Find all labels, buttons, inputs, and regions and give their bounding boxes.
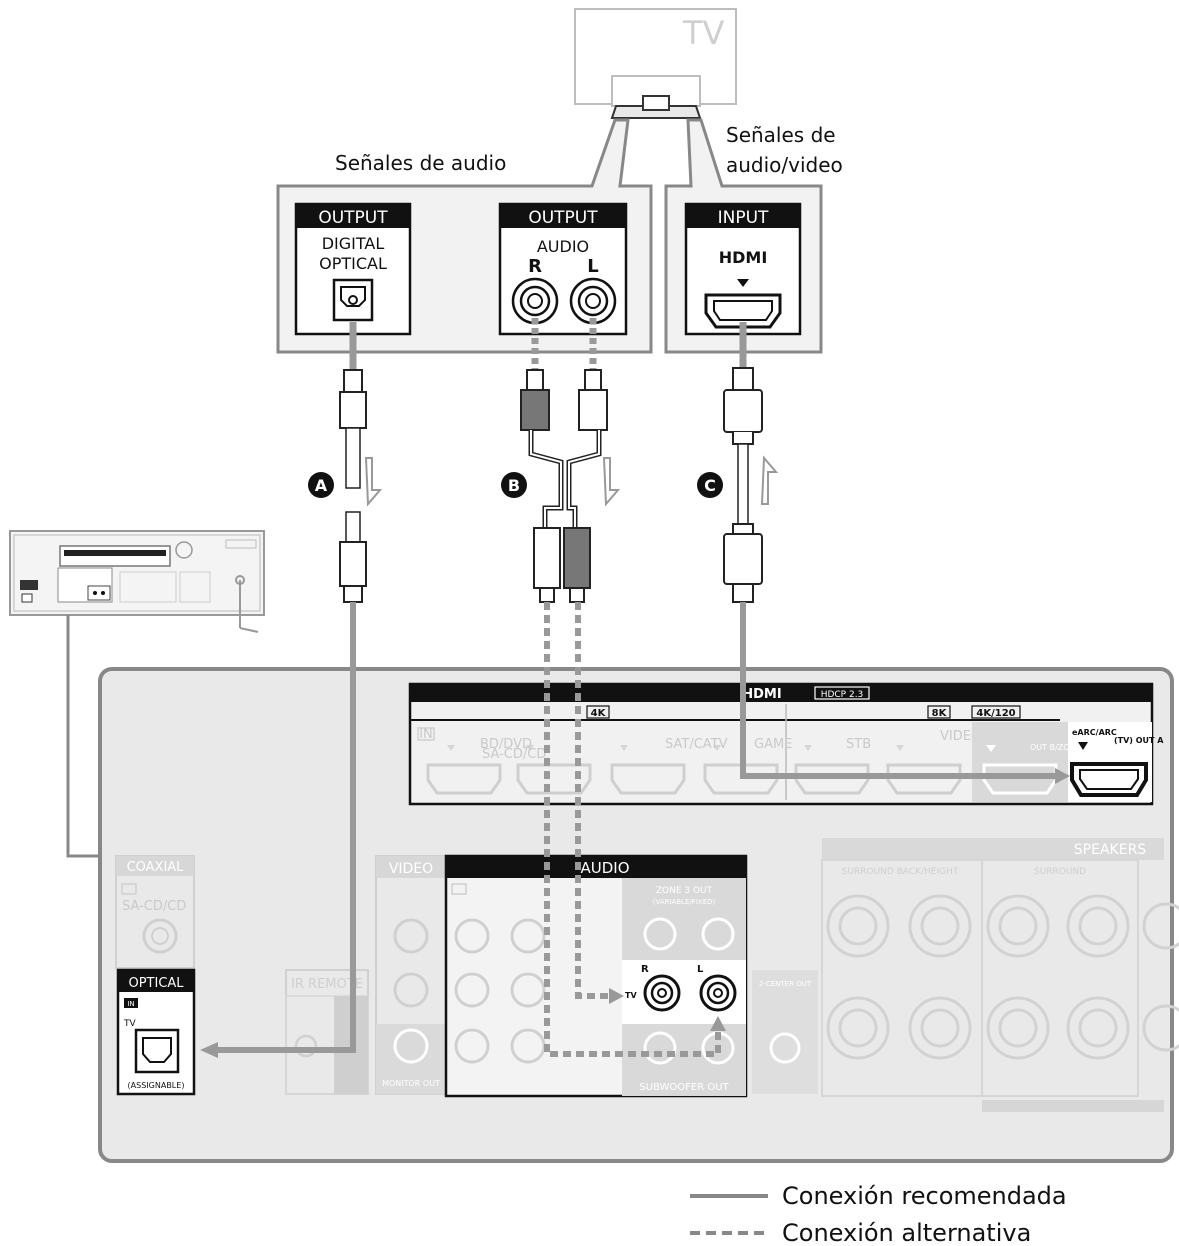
- arrow-down-icon: [602, 457, 621, 507]
- av-signals-label-1: Señales de: [726, 123, 836, 147]
- svg-text:(ASSIGNABLE): (ASSIGNABLE): [128, 1081, 185, 1090]
- svg-text:SA-CD/CD: SA-CD/CD: [122, 899, 186, 914]
- arrow-down-icon: [364, 457, 383, 507]
- route-optical: [214, 602, 356, 1053]
- svg-text:SURROUND BACK/HEIGHT: SURROUND BACK/HEIGHT: [842, 867, 959, 877]
- hdmi-input: INPUT HDMI: [684, 202, 802, 336]
- svg-text:BD/DVD: BD/DVD: [480, 737, 532, 752]
- analog-audio-output: OUTPUT AUDIO R L: [498, 202, 628, 336]
- legend: Conexión recomendada Conexión alternativ…: [690, 1182, 1067, 1246]
- svg-text:AUDIO: AUDIO: [580, 859, 629, 877]
- svg-text:HDMI: HDMI: [742, 687, 781, 702]
- coaxial-section: COAXIAL SA-CD/CD: [115, 855, 195, 969]
- route-hdmi: [740, 602, 1058, 779]
- svg-text:4K: 4K: [591, 708, 607, 719]
- svg-text:IR REMOTE: IR REMOTE: [291, 977, 363, 992]
- svg-text:SURROUND: SURROUND: [1034, 867, 1086, 877]
- svg-text:TV: TV: [625, 991, 637, 1000]
- cable-b-marker: B: [501, 457, 621, 507]
- tv-out-hdmi-port-icon: [1070, 762, 1148, 797]
- svg-text:IN: IN: [419, 727, 433, 742]
- rca-jack-l-icon: [569, 277, 617, 325]
- hdmi-input-header: INPUT: [718, 208, 769, 228]
- svg-text:SAT/CATV: SAT/CATV: [665, 737, 728, 752]
- optical-output-line1: DIGITAL: [322, 234, 385, 253]
- svg-text:eARC/ARC: eARC/ARC: [1072, 728, 1117, 737]
- arrow-up-icon: [760, 455, 779, 505]
- svg-text:4K/120: 4K/120: [976, 708, 1015, 719]
- svg-text:HDCP 2.3: HDCP 2.3: [821, 690, 864, 700]
- svg-text:STB: STB: [846, 737, 871, 752]
- route-rca-r: [575, 602, 610, 999]
- rca-jack-r-icon: [511, 277, 559, 325]
- svg-text:ZONE 3 OUT: ZONE 3 OUT: [656, 886, 713, 896]
- cable-b-rca: [520, 318, 608, 603]
- svg-text:(VARIABLE/FIXED): (VARIABLE/FIXED): [653, 898, 716, 906]
- digital-optical-output: OUTPUT DIGITAL OPTICAL: [294, 202, 412, 336]
- receiver-front-illustration: [9, 530, 265, 633]
- svg-text:SA-CD/CD: SA-CD/CD: [482, 747, 546, 762]
- svg-text:SUBWOOFER OUT: SUBWOOFER OUT: [639, 1082, 729, 1093]
- analog-output-l: L: [587, 256, 598, 277]
- speakers-section: SPEAKERS SURROUND BACK/HEIGHT SURROUND: [821, 838, 1179, 1112]
- cable-c-marker: C: [697, 455, 779, 505]
- svg-text:VIDEO: VIDEO: [389, 861, 433, 877]
- svg-text:C: C: [704, 476, 716, 495]
- video-section: VIDEO MONITOR OUT: [375, 855, 447, 1095]
- svg-text:GAME: GAME: [754, 737, 792, 752]
- tv-audio-jack-r-icon: [643, 974, 681, 1012]
- svg-text:L: L: [697, 964, 704, 975]
- av-signals-label-2: audio/video: [726, 153, 843, 177]
- analog-output-audio: AUDIO: [537, 237, 589, 256]
- device-link-line: [66, 615, 100, 858]
- svg-text:A: A: [315, 476, 328, 495]
- svg-text:MONITOR OUT: MONITOR OUT: [382, 1079, 440, 1088]
- hdmi-section: HDMI HDCP 2.3 4K 8K 4K/120 IN B: [408, 682, 1164, 806]
- route-rca-l: [544, 602, 721, 1057]
- svg-text:R: R: [641, 964, 649, 975]
- analog-output-r: R: [528, 256, 542, 277]
- optical-output-header: OUTPUT: [318, 208, 388, 228]
- svg-text:OUT B/ZONE: OUT B/ZONE: [1030, 743, 1081, 752]
- svg-text:VIDEO: VIDEO: [940, 729, 981, 744]
- svg-text:COAXIAL: COAXIAL: [127, 860, 185, 875]
- svg-text:OPTICAL: OPTICAL: [128, 976, 184, 991]
- optical-output-line2: OPTICAL: [319, 254, 387, 273]
- svg-text:B: B: [508, 476, 520, 495]
- svg-text:SPEAKERS: SPEAKERS: [1074, 842, 1147, 858]
- tv-audio-jack-l-icon: [699, 974, 737, 1012]
- svg-text:IN: IN: [127, 1000, 134, 1008]
- cable-a-marker: A: [308, 457, 383, 507]
- tv-illustration: TV: [574, 8, 737, 119]
- audio-signals-label: Señales de audio: [335, 151, 506, 175]
- svg-text:2-CENTER OUT: 2-CENTER OUT: [759, 980, 812, 988]
- cable-a-optical: [339, 322, 367, 603]
- svg-text:8K: 8K: [932, 708, 948, 719]
- cable-c-hdmi: [723, 322, 763, 603]
- optical-input-section: OPTICAL IN TV (ASSIGNABLE): [116, 968, 196, 1096]
- legend-alternative: Conexión alternativa: [782, 1219, 1031, 1246]
- audio-input-section: AUDIO ZONE 3 OUT (VARIABLE/FIXED) R L TV: [444, 854, 748, 1098]
- svg-text:TV: TV: [123, 1019, 136, 1029]
- svg-text:(TV) OUT A: (TV) OUT A: [1114, 736, 1164, 745]
- tv-label: TV: [682, 14, 725, 52]
- center-out-section: 2-CENTER OUT: [752, 970, 818, 1094]
- analog-output-header: OUTPUT: [528, 208, 598, 228]
- hdmi-input-label: HDMI: [719, 248, 768, 267]
- legend-recommended: Conexión recomendada: [782, 1182, 1067, 1210]
